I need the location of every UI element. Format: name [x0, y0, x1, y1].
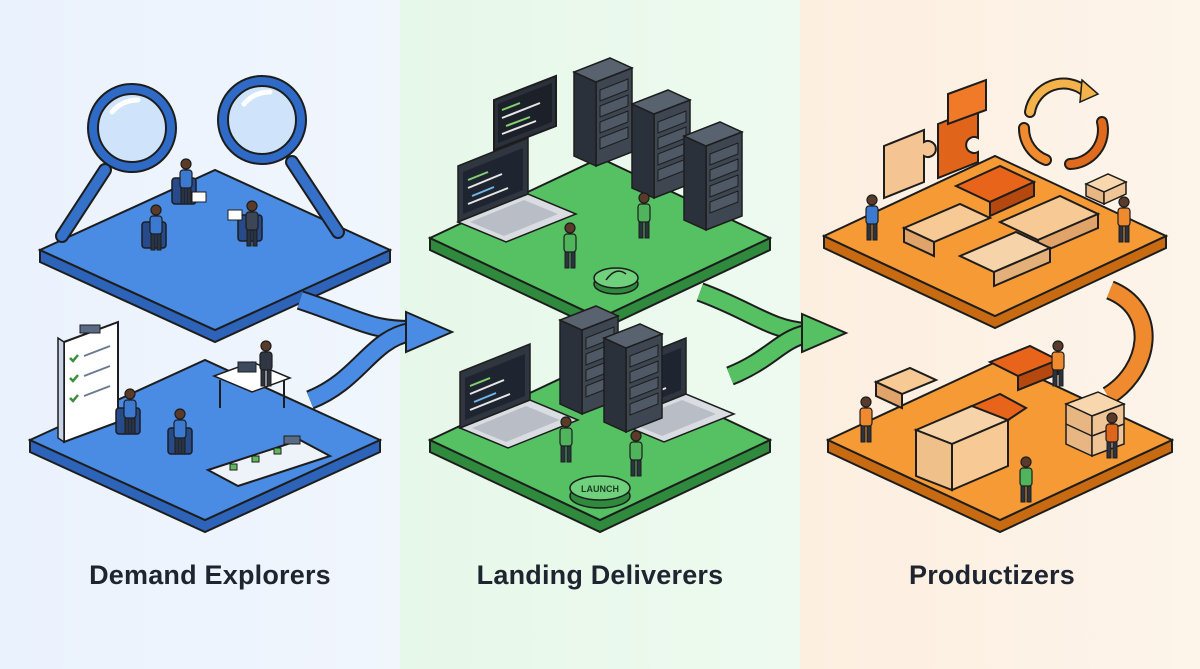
- checklist-icon: [57, 320, 119, 444]
- launch-button-label: LAUNCH: [581, 484, 619, 494]
- launch-button-icon: LAUNCH: [569, 475, 631, 509]
- flow-arrow-icon: [1102, 280, 1154, 405]
- puzzle-piece-icon: [901, 164, 1101, 288]
- server-rack-icon: [573, 57, 633, 167]
- productizers-label: Productizers: [909, 560, 1075, 590]
- product-top-platform: [821, 154, 1169, 330]
- puzzle-piece-icon: [883, 78, 987, 200]
- product-column-bg: [800, 0, 1200, 669]
- server-rack-icon: [603, 323, 663, 433]
- server-rack-icon: [683, 121, 743, 231]
- box-stack-icon: [1084, 173, 1128, 206]
- magnifier-icon: [55, 83, 177, 243]
- demand-top-platform: [37, 168, 393, 344]
- server-rack-icon: [631, 89, 691, 199]
- puzzle-piece-icon: [873, 344, 1061, 492]
- cycle-arrows-icon: [1017, 77, 1109, 170]
- magnifier-icon: [217, 75, 345, 239]
- demand-explorers-label: Demand Explorers: [89, 560, 331, 590]
- launch-button-icon: [593, 267, 639, 295]
- clipboard-icon: [205, 435, 333, 488]
- flow-arrow-icon: [296, 290, 455, 410]
- landing-deliverers-label: Landing Deliverers: [476, 560, 724, 590]
- code-monitor-icon: [493, 74, 557, 152]
- flow-arrow-icon: [696, 282, 849, 386]
